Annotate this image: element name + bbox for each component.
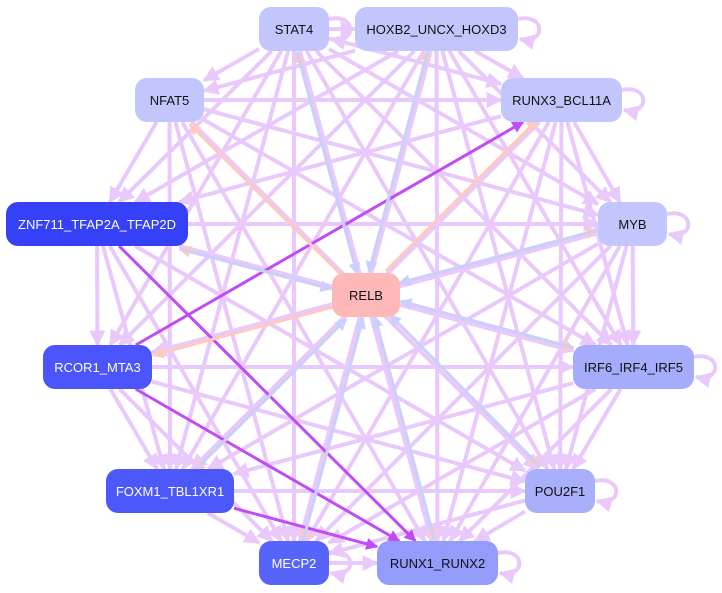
node-nfat5[interactable]: NFAT5 <box>135 78 204 122</box>
edge-POU2F1-MECP2 <box>327 498 526 558</box>
node-pou2f1[interactable]: POU2F1 <box>525 469 595 513</box>
node-runx3[interactable]: RUNX3_BCL11A <box>501 78 622 122</box>
edge-HOXB2-NFAT5 <box>202 48 356 95</box>
edge-RCOR1-RUNX3 <box>134 120 525 347</box>
edge-IRF6-MECP2 <box>327 387 597 545</box>
edge-NFAT5-ZNF711 <box>108 120 159 204</box>
edge-RUNX3-MYB <box>572 121 622 204</box>
edge-HOXB2-RUNX3 <box>474 49 525 80</box>
node-myb[interactable]: MYB <box>598 202 667 246</box>
node-label: MYB <box>618 216 647 232</box>
edge-POU2F1-RELB <box>388 313 542 468</box>
edge-FOXM1-RELB <box>193 318 348 473</box>
node-label: RELB <box>349 287 383 303</box>
self-loop-RUNX1 <box>497 550 522 585</box>
node-label: RUNX1_RUNX2 <box>389 555 486 571</box>
node-hoxb2[interactable]: HOXB2_UNCX_HOXD3 <box>355 7 518 51</box>
edge-STAT4-NFAT5 <box>202 47 260 83</box>
edge-RCOR1-FOXM1 <box>108 387 159 471</box>
node-relb[interactable]: RELB <box>332 273 400 317</box>
node-label: IRF6_IRF4_IRF5 <box>584 359 683 375</box>
edge-FOXM1-MECP2 <box>206 511 261 545</box>
edge-RELB-RUNX3 <box>384 118 539 272</box>
edge-RUNX1-RELB <box>371 315 436 541</box>
edge-HOXB2-RUNX1 <box>429 50 446 543</box>
edge-IRF6-POU2F1 <box>571 387 623 471</box>
node-rcor1[interactable]: RCOR1_MTA3 <box>43 345 152 389</box>
node-label: RUNX3_BCL11A <box>512 92 611 108</box>
node-label: FOXM1_TBL1XR1 <box>115 483 225 499</box>
edge-MECP2-RELB <box>301 316 366 543</box>
edge-RCOR1-RUNX1 <box>134 387 401 543</box>
edge-MYB-FOXM1 <box>206 242 599 471</box>
edge-STAT4-RELB <box>295 51 361 275</box>
edge-RELB-NFAT5 <box>188 123 343 277</box>
node-label: NFAT5 <box>149 92 190 108</box>
self-loop-RUNX3 <box>621 87 646 122</box>
self-loop-STAT4 <box>328 16 353 51</box>
edge-RUNX3-ZNF711 <box>177 114 502 207</box>
self-loop-MECP2 <box>328 550 353 585</box>
edge-ZNF711-POU2F1 <box>134 244 527 473</box>
self-loop-HOXB2 <box>517 16 542 51</box>
node-label: RCOR1_MTA3 <box>54 359 141 375</box>
node-runx1[interactable]: RUNX1_RUNX2 <box>377 541 498 585</box>
node-label: HOXB2_UNCX_HOXD3 <box>366 21 507 37</box>
node-label: STAT4 <box>274 21 314 37</box>
edge-NFAT5-MYB <box>203 107 600 219</box>
node-irf6[interactable]: IRF6_IRF4_IRF5 <box>573 345 694 389</box>
edge-IRF6-RELB <box>399 298 575 350</box>
node-mecp2[interactable]: MECP2 <box>259 541 329 585</box>
node-stat4[interactable]: STAT4 <box>259 7 329 51</box>
node-foxm1[interactable]: FOXM1_TBL1XR1 <box>106 469 234 513</box>
node-label: POU2F1 <box>534 483 586 499</box>
edge-ZNF711-RUNX1 <box>118 244 417 543</box>
edge-MYB-IRF6 <box>625 245 642 347</box>
edge-MYB-RELB <box>398 228 598 287</box>
edge-ZNF711-RELB <box>179 247 333 292</box>
node-znf711[interactable]: ZNF711_TFAP2A_TFAP2D <box>6 202 188 246</box>
edge-NFAT5-IRF6 <box>203 118 597 347</box>
self-loop-MYB <box>666 211 691 246</box>
edge-RELB-RCOR1 <box>151 305 334 359</box>
node-label: MECP2 <box>271 555 317 571</box>
edge-POU2F1-RUNX1 <box>473 509 527 543</box>
self-loop-POU2F1 <box>594 478 619 513</box>
edge-HOXB2-RELB <box>365 49 430 274</box>
node-label: ZNF711_TFAP2A_TFAP2D <box>18 216 176 232</box>
self-loop-IRF6 <box>693 354 718 389</box>
